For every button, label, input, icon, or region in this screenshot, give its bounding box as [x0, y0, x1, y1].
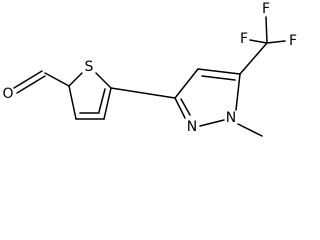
thiophene-c4-c5-inner-bond [98, 88, 106, 113]
pyrazole-c5-n1-bond [235, 73, 241, 111]
thiophene-c2-s-bond [68, 72, 83, 87]
aldehyde-co-double-bond-1 [16, 75, 46, 94]
pyrazole-c4-c5-bond [197, 68, 241, 75]
pyrazole-c3-c4-bond [174, 68, 199, 99]
chemical-structure-diagram: O S N N F F F [2, 1, 297, 137]
aldehyde-oxygen-label: O [2, 86, 13, 102]
n-methyl-bond [237, 123, 263, 137]
pyrazole-c4-c5-inner-bond [201, 75, 236, 81]
thiophene-c2-c3-bond [68, 85, 77, 120]
thiophene-s-c5-bond [95, 72, 112, 89]
fluorine-right-label: F [289, 33, 297, 49]
fluorine-left-label: F [240, 31, 248, 47]
pyrazole-n2-n1-bond [199, 119, 225, 127]
aldehyde-c-to-thiophene-bond [44, 72, 70, 87]
pyrazole-c3-n2-bond [174, 97, 186, 119]
c5-cf3-bond [239, 42, 268, 75]
cf3-f-left-bond [249, 39, 268, 44]
cf3-f-top-bond [265, 16, 268, 44]
cf3-f-right-bond [266, 40, 286, 44]
thiophene-sulfur-label: S [85, 59, 94, 75]
fluorine-top-label: F [262, 1, 270, 17]
thiophene-pyrazole-link-bond [110, 87, 176, 99]
pyrazole-n2-label: N [187, 119, 197, 135]
aldehyde-co-double-bond-2 [13, 70, 43, 89]
thiophene-c4-c5-bond [103, 87, 112, 120]
pyrazole-c3-n2-inner-bond [180, 98, 191, 116]
pyrazole-n1-label: N [226, 110, 236, 126]
